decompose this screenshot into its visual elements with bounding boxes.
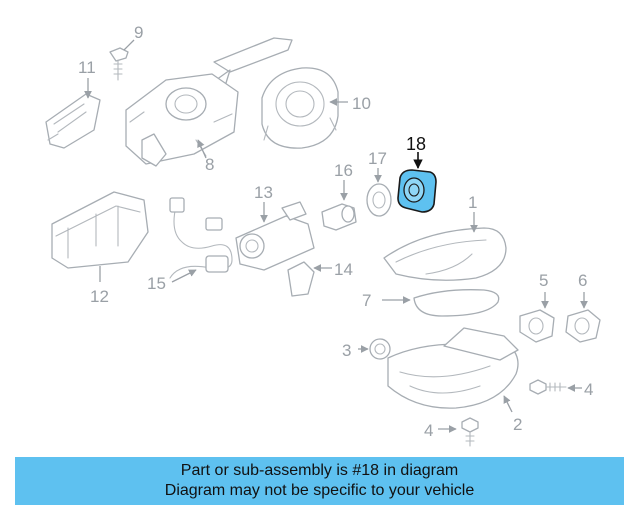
part-9-screw xyxy=(109,39,135,81)
part-4-bolt-right xyxy=(529,379,582,395)
callout-10: 10 xyxy=(352,94,371,113)
callout-8: 8 xyxy=(205,155,214,174)
part-15-wiring-harness xyxy=(169,197,233,283)
part-8-combination-switch xyxy=(125,37,293,167)
callout-12: 12 xyxy=(90,287,109,306)
callout-5: 5 xyxy=(539,271,548,290)
callout-4-bottom: 4 xyxy=(424,421,433,440)
part-5-clip xyxy=(519,292,555,343)
callout-7: 7 xyxy=(362,291,371,310)
callout-13: 13 xyxy=(254,183,273,202)
callout-17: 17 xyxy=(368,149,387,168)
callout-18: 18 xyxy=(406,134,426,154)
part-1-upper-cover xyxy=(383,212,507,281)
callout-1: 1 xyxy=(468,193,477,212)
part-16-lock-cylinder xyxy=(321,180,357,231)
callout-15: 15 xyxy=(147,274,166,293)
part-12-module xyxy=(51,191,149,282)
part-17-ring xyxy=(366,168,392,217)
parts-diagram: 9 11 8 10 18 17 xyxy=(45,23,601,447)
callout-11: 11 xyxy=(78,58,96,77)
callout-9: 9 xyxy=(134,23,143,42)
callout-14: 14 xyxy=(334,260,353,279)
part-18-highlighted xyxy=(397,152,437,213)
part-3-grommet xyxy=(358,338,391,360)
part-7-trim xyxy=(382,289,500,317)
part-2-lower-cover xyxy=(387,327,519,413)
banner-line-1: Part or sub-assembly is #18 in diagram xyxy=(180,462,459,479)
part-4-bolt-bottom xyxy=(438,417,479,447)
callout-6: 6 xyxy=(578,271,587,290)
part-11-bracket xyxy=(45,78,101,149)
callout-2: 2 xyxy=(513,415,522,434)
part-13-ignition-housing xyxy=(235,201,315,271)
info-banner: Part or sub-assembly is #18 in diagram D… xyxy=(15,457,624,505)
banner-line-2: Diagram may not be specific to your vehi… xyxy=(164,482,475,499)
callout-3: 3 xyxy=(342,341,351,360)
part-6-clip xyxy=(565,292,601,343)
callout-4-right: 4 xyxy=(584,380,593,399)
callout-16: 16 xyxy=(334,161,353,180)
part-14-bracket xyxy=(287,261,332,297)
part-10-clock-spring xyxy=(261,67,348,149)
